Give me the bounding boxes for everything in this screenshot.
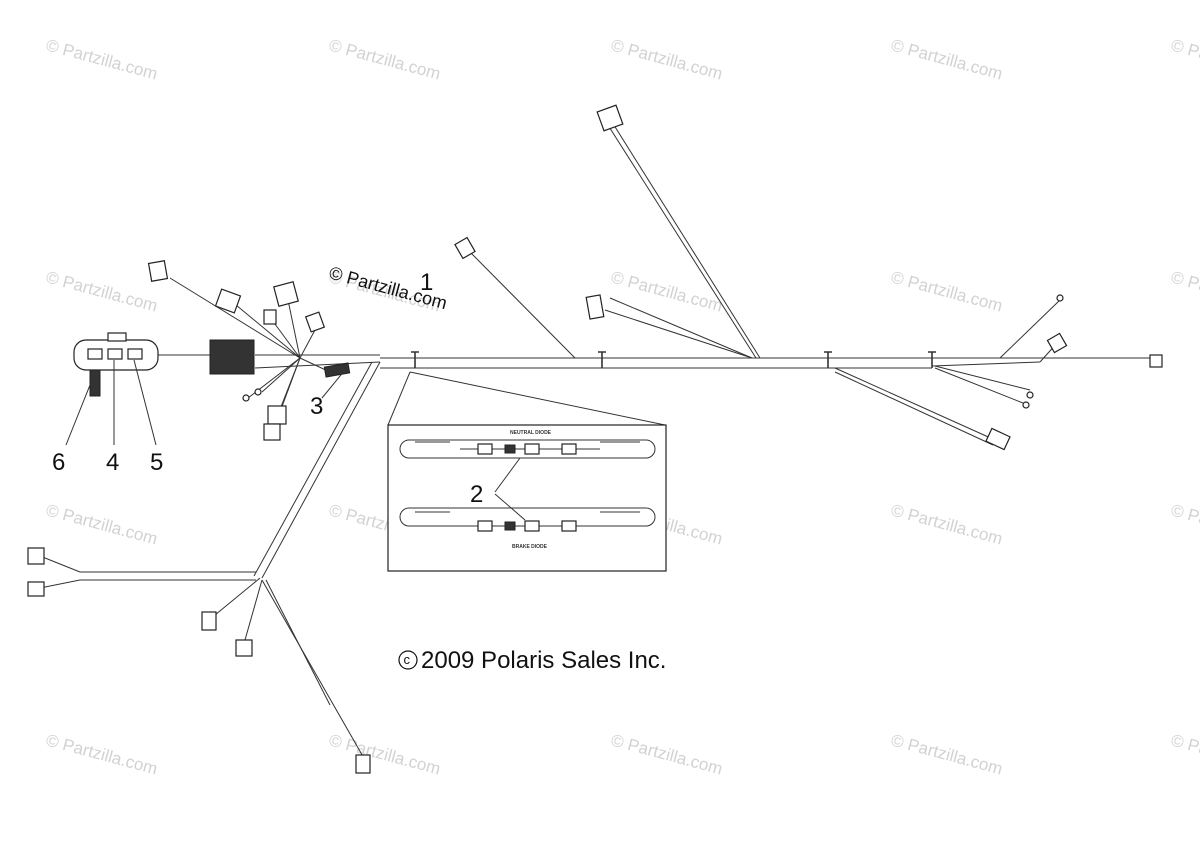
copyright-symbol: c	[404, 652, 411, 667]
connector	[147, 260, 169, 282]
copyright: c 2009 Polaris Sales Inc.	[398, 647, 666, 674]
copyright-circle	[398, 650, 418, 670]
connector	[263, 309, 277, 325]
watermark: © Partzilla.com	[889, 731, 1005, 779]
leader-3	[321, 369, 346, 399]
watermark: © Partzilla.com	[1169, 501, 1200, 549]
ring-terminal	[1026, 391, 1034, 399]
connector	[585, 294, 605, 320]
switch-button-left	[87, 348, 103, 360]
trunk-end-connector	[1149, 354, 1163, 368]
main-trunk	[380, 351, 1163, 369]
connector	[263, 423, 281, 441]
watermark: © Partzilla.com	[327, 731, 443, 779]
watermark: © Partzilla.com	[44, 268, 160, 316]
ring-terminal	[1022, 401, 1030, 409]
callout-1: 1	[420, 269, 433, 296]
ring-terminal	[254, 388, 262, 396]
diode-inset: © Partzilla.com NEUTRAL DIODE BRAKE DIOD…	[327, 268, 667, 572]
connector	[273, 281, 299, 307]
callout-3: 3	[310, 393, 323, 420]
connector	[454, 236, 476, 260]
left-bundle	[147, 260, 381, 441]
switch-plug	[89, 369, 101, 397]
diode-connector	[477, 520, 493, 532]
lower-right-branches	[834, 365, 1034, 451]
lower-branch	[27, 361, 381, 774]
diode-connector	[477, 443, 493, 455]
main-connector	[209, 339, 255, 375]
leader-2	[494, 457, 526, 521]
watermark: © Partzilla.com	[609, 36, 725, 84]
switch-button-center	[107, 348, 123, 360]
connector	[355, 754, 371, 774]
leaders	[321, 369, 666, 426]
callout-labels: 1 2 3 4 5 6	[52, 269, 483, 508]
ring-terminal	[242, 394, 250, 402]
connector	[267, 405, 287, 425]
switch-button-right	[127, 348, 143, 360]
ring-terminal	[1056, 294, 1064, 302]
upper-branches	[454, 104, 1068, 363]
watermark: © Partzilla.com	[889, 36, 1005, 84]
part-3-component	[323, 362, 351, 378]
leader-5	[133, 359, 157, 446]
copyright-text: 2009 Polaris Sales Inc.	[421, 647, 666, 674]
leader-6	[65, 379, 93, 446]
connector	[27, 547, 45, 565]
watermark: © Partzilla.com	[1169, 36, 1200, 84]
connector	[27, 581, 45, 597]
diode-connector	[524, 520, 540, 532]
watermark: © Partzilla.com	[1169, 268, 1200, 316]
clip-mark	[598, 351, 606, 368]
connector	[214, 288, 242, 314]
watermark: © Partzilla.com	[609, 731, 725, 779]
connector	[201, 611, 217, 631]
diode-connector	[524, 443, 540, 455]
watermark: © Partzilla.com	[44, 36, 160, 84]
neutral-diode-loop	[399, 439, 656, 459]
neutral-diode-label: NEUTRAL DIODE	[510, 430, 552, 436]
clip-mark	[411, 351, 419, 368]
connector	[596, 104, 624, 132]
watermark: © Partzilla.com	[1169, 731, 1200, 779]
watermark: © Partzilla.com	[889, 501, 1005, 549]
switch-assembly	[65, 332, 255, 446]
brake-diode-label: BRAKE DIODE	[512, 544, 548, 550]
callout-4: 4	[106, 449, 119, 476]
watermark: © Partzilla.com	[889, 268, 1005, 316]
clip-mark	[824, 351, 832, 368]
callout-6: 6	[52, 449, 65, 476]
callout-2: 2	[470, 481, 483, 508]
watermark: © Partzilla.com	[44, 731, 160, 779]
watermark: © Partzilla.com	[327, 36, 443, 84]
connector	[1046, 332, 1068, 354]
diode-connector	[561, 520, 577, 532]
callout-5: 5	[150, 449, 163, 476]
watermark: © Partzilla.com	[44, 501, 160, 549]
clip-mark	[928, 351, 936, 368]
switch-mount-tab	[107, 332, 127, 342]
connector	[304, 311, 326, 333]
connector	[235, 639, 253, 657]
diode-body	[504, 444, 516, 454]
diode-connector	[561, 443, 577, 455]
inset-leader	[387, 371, 666, 426]
connector	[985, 427, 1011, 451]
diode-body	[504, 521, 516, 531]
